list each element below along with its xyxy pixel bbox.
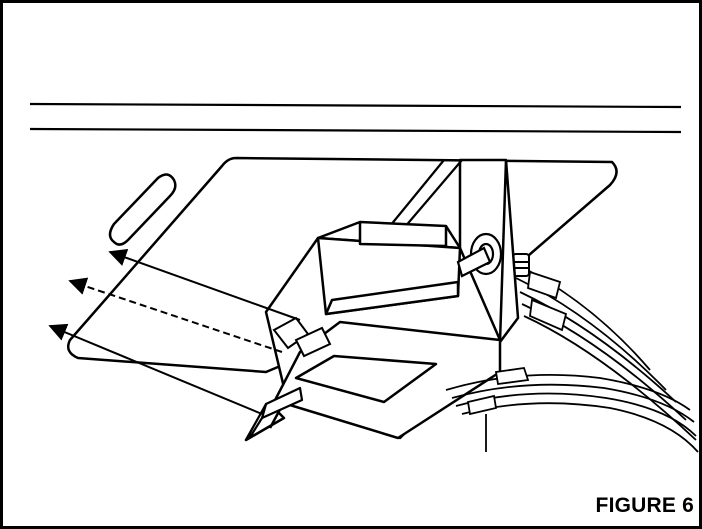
arrow-top [108, 248, 301, 321]
figure-caption: FIGURE 6 [595, 494, 694, 517]
ceiling-lines [29, 102, 682, 134]
cable-bundle-right [511, 261, 697, 441]
wire-harness-lower [445, 367, 699, 453]
arrow-bottom [48, 323, 263, 415]
plate-straps [389, 159, 463, 229]
direction-arrows [48, 248, 301, 415]
arrow-middle-dashed [68, 277, 283, 353]
front-tabs [272, 316, 332, 358]
side-bolt [512, 253, 530, 277]
pivot-disc [456, 232, 503, 278]
